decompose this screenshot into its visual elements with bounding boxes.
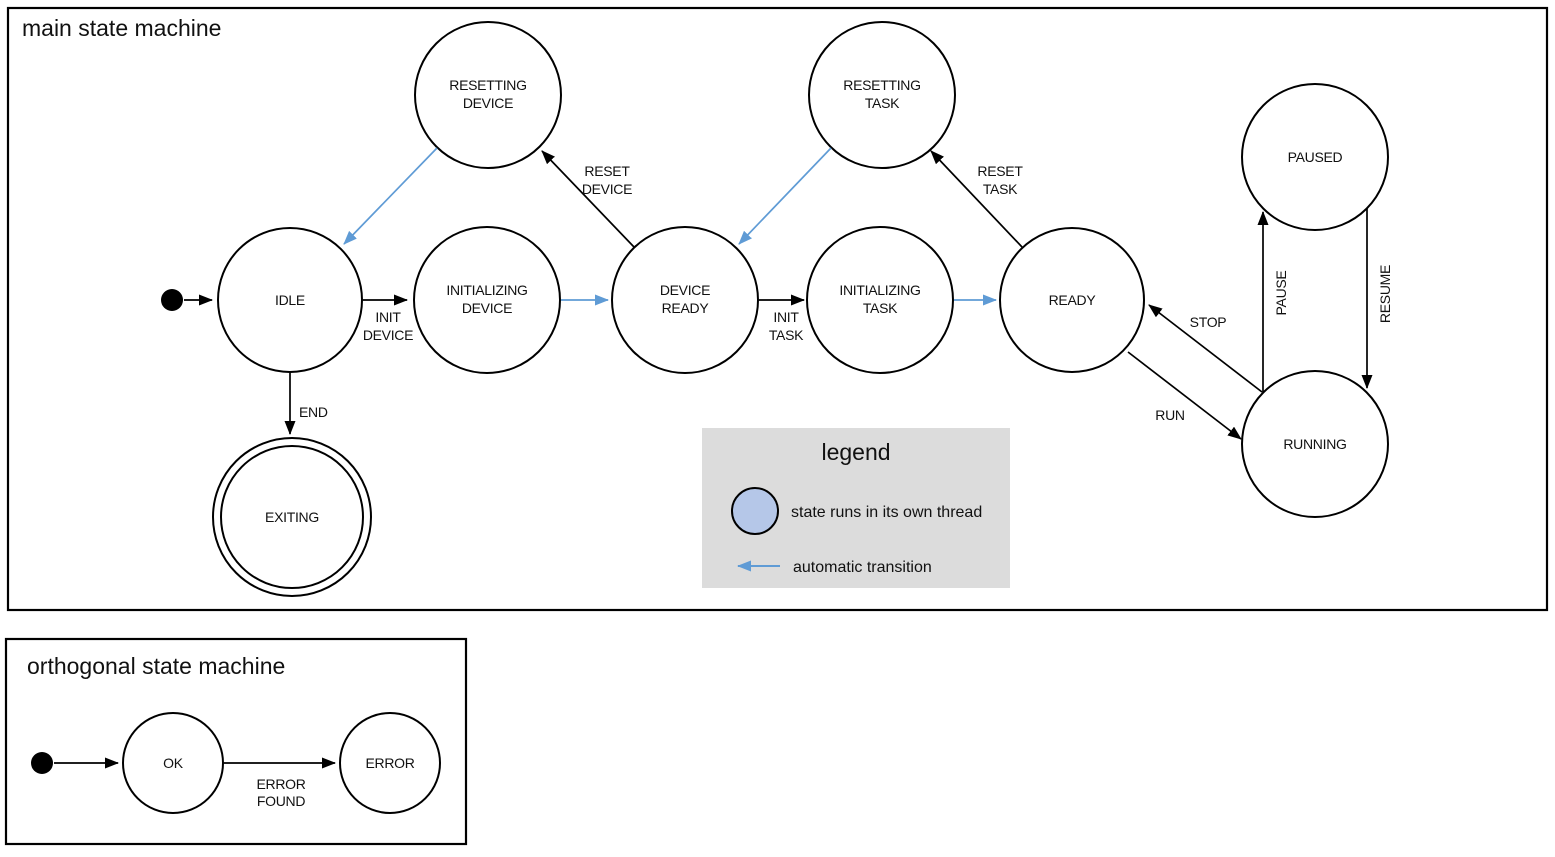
orthogonal-machine-title: orthogonal state machine xyxy=(27,653,285,679)
state-resetting-task: RESETTING TASK xyxy=(808,21,956,169)
state-resetting-device: RESETTING DEVICE xyxy=(414,21,562,169)
state-exiting: EXITING xyxy=(212,437,372,597)
state-error: ERROR xyxy=(339,712,441,814)
state-ok-label: OK xyxy=(163,755,184,771)
initial-state-dot xyxy=(161,289,183,311)
state-exiting-label: EXITING xyxy=(265,509,319,525)
legend-title: legend xyxy=(821,439,890,465)
state-idle-label: IDLE xyxy=(275,292,305,308)
orthogonal-initial-state-dot xyxy=(31,752,53,774)
state-error-circle xyxy=(339,712,441,814)
state-error-label: ERROR xyxy=(365,755,414,771)
state-ready-circle xyxy=(999,227,1145,373)
transition-init-task-label-1: INIT xyxy=(773,309,799,325)
state-ready: READY xyxy=(999,227,1145,373)
transition-init-task-label-2: TASK xyxy=(769,327,804,343)
state-resetting-task-label-1: RESETTING xyxy=(843,77,920,93)
state-resetting-task-circle xyxy=(808,21,956,169)
state-resetting-device-circle xyxy=(414,21,562,169)
state-device-ready-label-2: READY xyxy=(662,300,710,316)
legend-auto-label: automatic transition xyxy=(793,559,932,576)
state-initializing-task: INITIALIZING TASK xyxy=(806,226,954,374)
state-paused-circle xyxy=(1241,83,1389,231)
transition-reset-task-label-1: RESET xyxy=(977,163,1023,179)
transition-run-arrow xyxy=(1127,351,1242,440)
auto-transition-resetdev-to-idle xyxy=(343,147,438,245)
state-resetting-device-label-2: DEVICE xyxy=(463,95,513,111)
state-initializing-device-label-1: INITIALIZING xyxy=(446,282,527,298)
state-idle: IDLE xyxy=(217,227,363,373)
state-initializing-task-label-2: TASK xyxy=(863,300,898,316)
transition-reset-device-label-1: RESET xyxy=(584,163,630,179)
state-ok-circle xyxy=(122,712,224,814)
legend-threaded-label: state runs in its own thread xyxy=(791,504,982,521)
state-running-circle xyxy=(1241,370,1389,518)
state-ok: OK xyxy=(122,712,224,814)
transition-end-label: END xyxy=(299,404,328,420)
state-device-ready-label-1: DEVICE xyxy=(660,282,710,298)
transition-pause-label: PAUSE xyxy=(1273,271,1289,316)
state-initializing-device-circle xyxy=(413,226,561,374)
transition-reset-task-arrow xyxy=(930,150,1023,248)
transition-init-device-label-2: DEVICE xyxy=(363,327,413,343)
state-exiting-circle xyxy=(220,445,364,589)
transition-reset-device-label-2: DEVICE xyxy=(582,181,632,197)
state-device-ready: DEVICE READY xyxy=(611,226,759,374)
legend: legend state runs in its own thread auto… xyxy=(702,428,1010,588)
state-running: RUNNING xyxy=(1241,370,1389,518)
transition-init-device-label-1: INIT xyxy=(375,309,401,325)
state-initializing-device: INITIALIZING DEVICE xyxy=(413,226,561,374)
transition-error-found-label-1: ERROR xyxy=(256,776,305,792)
transition-reset-device-arrow xyxy=(541,150,635,248)
state-initializing-task-circle xyxy=(806,226,954,374)
transition-stop-arrow xyxy=(1148,304,1263,393)
state-paused-label: PAUSED xyxy=(1288,149,1343,165)
transition-reset-task-label-2: TASK xyxy=(983,181,1018,197)
transition-error-found-label-2: FOUND xyxy=(257,793,305,809)
legend-threaded-state-icon xyxy=(731,487,779,535)
auto-transition-resettask-to-deviceready xyxy=(738,147,832,245)
state-resetting-device-label-1: RESETTING xyxy=(449,77,526,93)
state-device-ready-circle xyxy=(611,226,759,374)
state-initializing-device-label-2: DEVICE xyxy=(462,300,512,316)
state-paused: PAUSED xyxy=(1241,83,1389,231)
transition-resume-label: RESUME xyxy=(1377,265,1393,323)
state-initializing-task-label-1: INITIALIZING xyxy=(839,282,920,298)
main-machine-title: main state machine xyxy=(22,15,221,41)
transition-run-label: RUN xyxy=(1155,407,1184,423)
state-ready-label: READY xyxy=(1049,292,1097,308)
state-resetting-task-label-2: TASK xyxy=(865,95,900,111)
state-running-label: RUNNING xyxy=(1283,436,1346,452)
state-idle-circle xyxy=(217,227,363,373)
orthogonal-state-machine: orthogonal state machine OK ERROR FOUND … xyxy=(4,637,468,846)
transition-stop-label: STOP xyxy=(1190,314,1227,330)
